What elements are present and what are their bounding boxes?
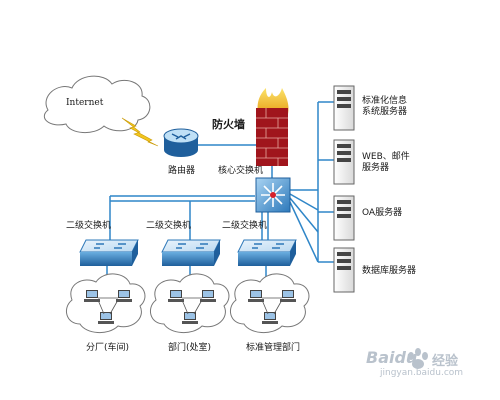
department-label: 标准管理部门 — [246, 343, 301, 353]
firewall-icon — [256, 88, 289, 166]
cloud-internal-links — [97, 297, 283, 315]
secondary-switch-label: 二级交换机 — [146, 221, 192, 231]
core-switch-label: 核心交换机 — [218, 166, 264, 176]
internet-cloud — [43, 75, 151, 133]
core-switch-icon — [255, 177, 291, 213]
department-label: 分厂(车间) — [86, 343, 130, 353]
secondary-switch-label: 二级交换机 — [222, 221, 268, 231]
internet-label: Internet — [66, 98, 104, 108]
server-label: 数据库服务器 — [362, 266, 417, 276]
baidu-paw-icon — [408, 348, 428, 369]
department-label: 部门(处室) — [168, 343, 212, 353]
switch-icon — [79, 239, 139, 266]
server-label: OA服务器 — [362, 208, 403, 218]
server-icon — [333, 139, 355, 185]
server-icon — [333, 247, 355, 293]
department-cloud — [149, 273, 230, 333]
switch-icon — [161, 239, 221, 266]
department-cloud — [229, 273, 310, 333]
secondary-switch-label: 二级交换机 — [66, 221, 112, 231]
router-icon — [163, 128, 199, 157]
server-label: 标准化信息系统服务器 — [362, 96, 408, 117]
watermark-url: jingyan.baidu.com — [380, 368, 464, 378]
lightning-bolt-icon — [121, 117, 159, 147]
watermark-brand: Baidu — [366, 348, 418, 367]
network-links — [106, 101, 334, 282]
server-icon — [333, 85, 355, 131]
router-label: 路由器 — [168, 166, 196, 176]
watermark-brand-cn: 经验 — [432, 354, 459, 369]
server-label: WEB、邮件服务器 — [362, 152, 410, 173]
server-icon — [333, 195, 355, 241]
department-cloud — [65, 273, 146, 333]
firewall-label: 防火墙 — [212, 118, 245, 131]
switch-icon — [237, 239, 297, 266]
